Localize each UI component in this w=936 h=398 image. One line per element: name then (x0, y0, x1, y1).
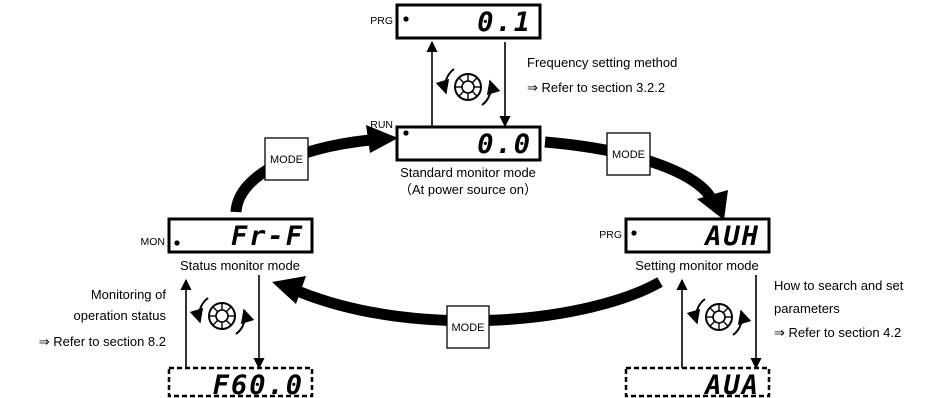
status-mode-title: Status monitor mode (180, 258, 300, 273)
cycle-arrowhead-bottom (272, 276, 306, 304)
display-f60: F60.0 (167, 366, 314, 398)
setting-dial-icon (705, 303, 733, 331)
display-aua: AUA (624, 366, 771, 398)
cycle-arrow-right (544, 136, 717, 203)
display-value: AUH (703, 221, 760, 252)
cycle-arrowhead-right (697, 190, 728, 220)
mode-label: MODE (270, 154, 303, 166)
display-value: AUA (703, 370, 760, 398)
mode-button-left[interactable]: MODE (264, 137, 309, 181)
search-line1: How to search and set (774, 278, 904, 293)
standard-mode-title: Standard monitor mode (400, 165, 536, 180)
mode-label: MODE (452, 322, 485, 334)
setting-dial-icon (208, 302, 236, 330)
indicator-label: PRG (370, 15, 393, 27)
display-value: F60.0 (213, 370, 304, 398)
display-value: 0.0 (477, 129, 532, 160)
display-run: RUN 0.0 (370, 119, 542, 162)
display-prg-top: PRG 0.1 (370, 3, 542, 40)
search-ref: ⇒ Refer to section 4.2 (774, 325, 901, 340)
setting-dial-icon (454, 73, 482, 101)
search-line2: parameters (774, 301, 840, 316)
freq-setting-ref: ⇒ Refer to section 3.2.2 (527, 80, 665, 95)
monitoring-line2: operation status (73, 308, 166, 323)
indicator-label: RUN (370, 119, 393, 131)
indicator-label: MON (141, 236, 166, 248)
cycle-arrow-bottom (297, 277, 663, 327)
mode-label: MODE (612, 149, 645, 161)
setting-mode-title: Setting monitor mode (635, 258, 759, 273)
monitoring-line1: Monitoring of (91, 287, 167, 302)
indicator-label: PRG (599, 229, 622, 241)
mode-button-right[interactable]: MODE (606, 132, 651, 176)
display-value: Fr-F (231, 221, 304, 252)
standard-mode-subtitle: （At power source on） (399, 182, 537, 197)
freq-setting-title: Frequency setting method (527, 55, 677, 70)
display-prg-right: PRG AUH (599, 217, 771, 254)
cycle-arrowhead-left (366, 125, 398, 153)
monitoring-ref: ⇒ Refer to section 8.2 (39, 334, 166, 349)
display-value: 0.1 (477, 7, 532, 38)
display-mon: MON Fr-F (141, 217, 314, 254)
mode-button-bottom[interactable]: MODE (446, 305, 490, 349)
